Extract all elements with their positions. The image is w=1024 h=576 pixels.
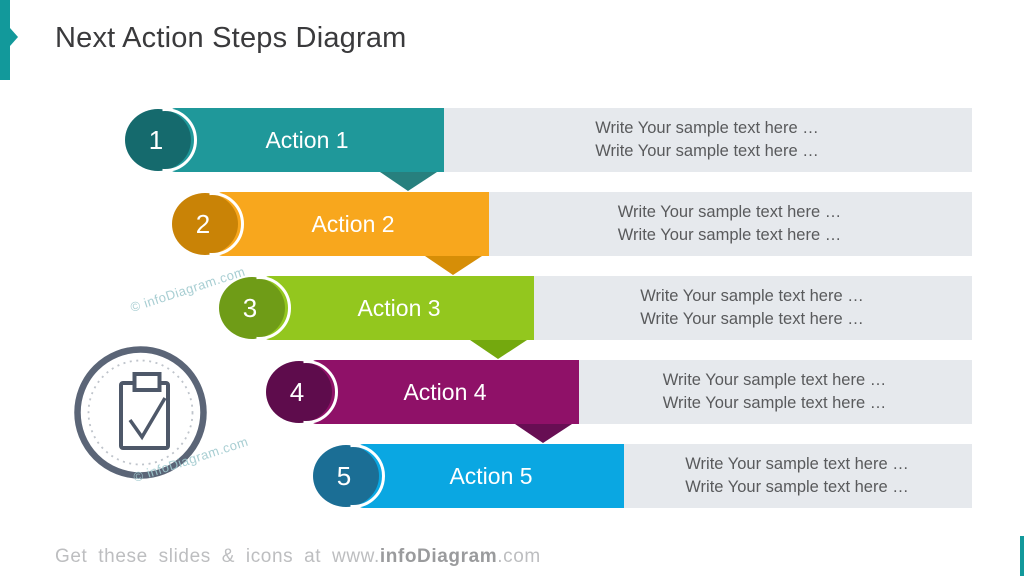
step-arrow-down-icon [470,340,527,359]
step-arrow-down-icon [515,424,572,443]
action-banner: Action 5 [358,444,624,508]
step-number: 5 [336,461,352,491]
description-box: Write Your sample text here … Write Your … [442,108,972,172]
step-number-badge: 4 [266,360,338,424]
step-arrow-down-icon [425,256,482,275]
footer-prefix: Get these slides & icons at www. [55,546,380,567]
description-line: Write Your sample text here … [662,371,887,389]
step-number-badge: 3 [219,276,291,340]
footer-suffix: .com [497,546,541,567]
description-line: Write Your sample text here … [595,142,819,160]
accent-arrow-icon [10,28,18,46]
description-line: Write Your sample text here … [640,310,864,328]
action-banner: Action 2 [217,192,489,256]
description-line: Write Your sample text here … [617,226,842,244]
description-box: Write Your sample text here … Write Your … [487,192,972,256]
action-banner: Action 4 [311,360,579,424]
clipboard-board [119,381,170,450]
footer-brand-link[interactable]: infoDiagram [379,546,498,567]
step-number-badge: 2 [172,192,244,256]
description-line: Write Your sample text here … [595,119,819,137]
description-line: Write Your sample text here … [685,455,909,473]
step-number: 3 [242,293,258,323]
clipboard-check-icon [74,346,207,479]
step-number: 4 [289,377,305,407]
step-arrow-down-icon [380,172,437,191]
step-number-badge: 5 [313,444,385,508]
description-line: Write Your sample text here … [685,478,909,496]
description-box: Write Your sample text here … Write Your … [532,276,972,340]
action-banner: Action 1 [170,108,444,172]
action-banner-label: Action 3 [357,294,441,321]
checkmark-glyph [128,397,167,441]
icon-dotted-ring [87,359,194,466]
description-line: Write Your sample text here … [617,203,842,221]
accent-bar-top-left [0,0,10,80]
action-banner: Action 3 [264,276,534,340]
description-box: Write Your sample text here … Write Your … [577,360,972,424]
accent-bar-bottom-right [1020,536,1024,576]
description-line: Write Your sample text here … [640,287,864,305]
step-number: 2 [195,209,211,239]
step-number: 1 [148,125,164,155]
clipboard-clip [132,372,162,392]
description-box: Write Your sample text here … Write Your … [622,444,972,508]
step-number-badge: 1 [125,108,197,172]
action-banner-label: Action 2 [311,210,395,237]
action-banner-label: Action 5 [449,462,533,489]
footer-credit: Get these slides & icons at www.infoDiag… [55,546,541,568]
description-line: Write Your sample text here … [662,394,887,412]
action-banner-label: Action 1 [265,126,349,153]
icon-outer-ring [74,346,207,479]
page-title: Next Action Steps Diagram [55,22,407,54]
action-banner-label: Action 4 [403,378,487,405]
